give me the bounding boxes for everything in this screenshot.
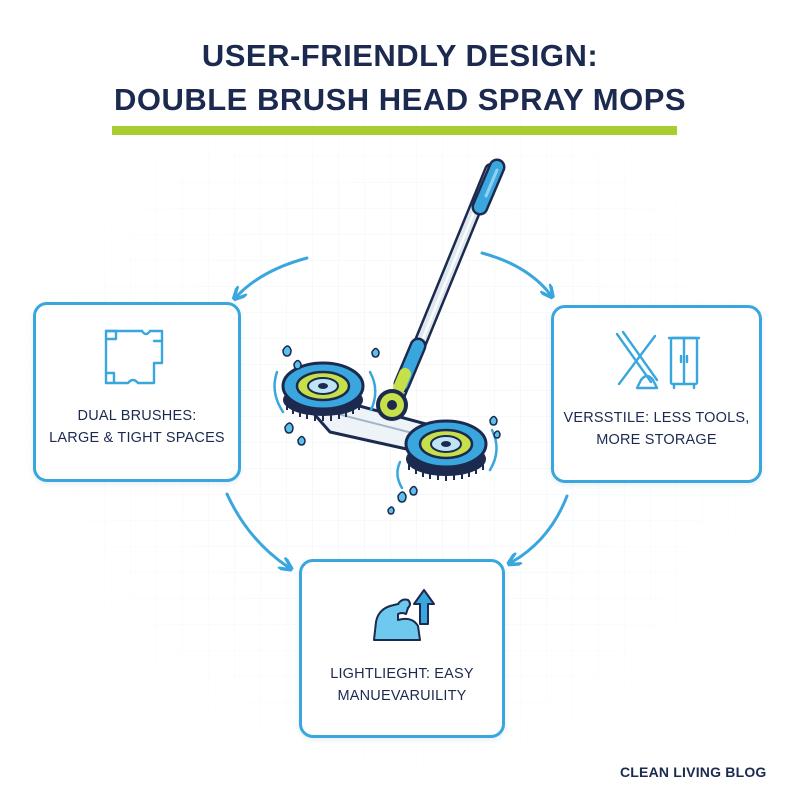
water-droplets: [282, 345, 501, 515]
feature-card-versatile: VERSSTILE: LESS TOOLS, MORE STORAGE: [551, 305, 762, 483]
feature-card-dual-brushes: DUAL BRUSHES: LARGE & TIGHT SPACES: [33, 302, 241, 482]
page-title: USER-FRIENDLY DESIGN: DOUBLE BRUSH HEAD …: [0, 34, 800, 122]
feature-card-lightweight: LIGHTLIEGHT: EASY MANUEVARUILITY: [299, 559, 505, 738]
title-underline: [112, 126, 677, 135]
card-right-line-2: MORE STORAGE: [596, 432, 717, 448]
card-bottom-line-1: LIGHTLIEGHT: EASY: [330, 666, 474, 682]
brush-head-right: [404, 419, 488, 481]
card-right-line-1: VERSSTILE: LESS TOOLS,: [563, 410, 750, 426]
mop-handle: [389, 158, 506, 409]
floor-plan-icon: [104, 329, 164, 385]
swivel-joint: [376, 389, 408, 421]
flexed-arm-icon: [373, 589, 435, 641]
card-left-line-2: LARGE & TIGHT SPACES: [49, 430, 225, 446]
arrow-top-right: [480, 251, 550, 294]
brand-label: CLEAN LIVING BLOG: [620, 764, 767, 780]
arrow-bottom-right: [512, 494, 569, 562]
tools-cabinet-icon: [615, 330, 701, 390]
card-left-text: DUAL BRUSHES: LARGE & TIGHT SPACES: [36, 405, 238, 449]
motion-lines: [273, 370, 498, 490]
brush-head-left: [281, 361, 365, 421]
title-line-1: USER-FRIENDLY DESIGN:: [201, 38, 599, 73]
arrow-top-left: [237, 256, 309, 296]
title-line-2: DOUBLE BRUSH HEAD SPRAY MOPS: [113, 82, 687, 117]
card-right-text: VERSSTILE: LESS TOOLS, MORE STORAGE: [554, 407, 759, 451]
card-bottom-text: LIGHTLIEGHT: EASY MANUEVARUILITY: [302, 663, 502, 707]
card-left-line-1: DUAL BRUSHES:: [77, 408, 197, 424]
card-bottom-line-2: MANUEVARUILITY: [337, 688, 467, 704]
arrow-bottom-left: [225, 492, 288, 567]
